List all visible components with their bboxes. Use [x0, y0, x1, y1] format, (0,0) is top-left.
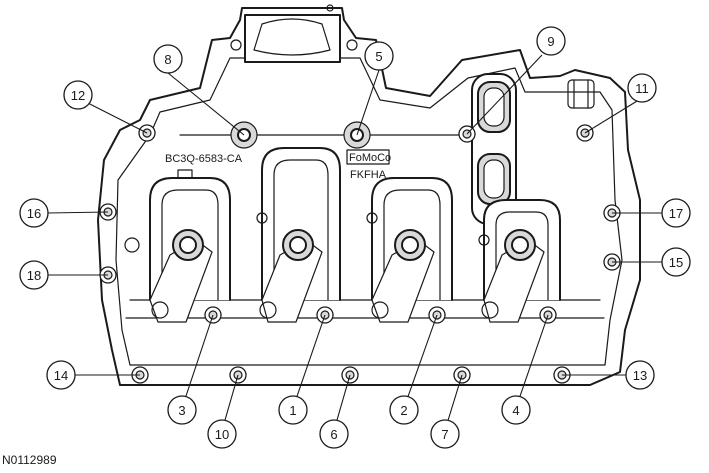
svg-text:13: 13 [633, 368, 647, 383]
brand-text: FoMoCo [349, 152, 391, 164]
callout-18: 18 [19, 260, 49, 290]
callout-7: 7 [430, 419, 460, 449]
svg-text:12: 12 [71, 88, 85, 103]
code-text: FKFHA [350, 169, 387, 181]
svg-text:3: 3 [178, 403, 185, 418]
svg-text:11: 11 [635, 81, 649, 96]
svg-text:6: 6 [330, 427, 337, 442]
callouts: 8 5 9 12 11 16 17 18 15 14 13 3 1 2 4 10… [19, 26, 691, 449]
figure-reference-id: N0112989 [2, 453, 57, 467]
svg-text:1: 1 [289, 403, 296, 418]
callout-17: 17 [661, 198, 691, 228]
callout-8: 8 [153, 44, 183, 74]
svg-text:4: 4 [512, 403, 519, 418]
gasket-ports [471, 73, 595, 225]
callout-3: 3 [167, 395, 197, 425]
callout-1: 1 [278, 395, 308, 425]
callout-9: 9 [536, 26, 566, 56]
svg-text:5: 5 [375, 49, 382, 64]
callout-10: 10 [207, 419, 237, 449]
svg-text:14: 14 [54, 368, 68, 383]
callout-4: 4 [501, 395, 531, 425]
bolt [99, 266, 117, 284]
svg-text:8: 8 [164, 52, 171, 67]
svg-text:16: 16 [27, 206, 41, 221]
callout-14: 14 [46, 360, 76, 390]
callout-6: 6 [319, 419, 349, 449]
svg-text:15: 15 [669, 255, 683, 270]
callout-13: 13 [625, 360, 655, 390]
casting-marks: BC3Q-6583-CA FoMoCo FKFHA [165, 149, 391, 181]
svg-text:2: 2 [400, 403, 407, 418]
callout-15: 15 [661, 247, 691, 277]
callout-11: 11 [627, 73, 657, 103]
callout-5: 5 [364, 41, 394, 71]
svg-text:18: 18 [27, 268, 41, 283]
svg-text:10: 10 [215, 427, 229, 442]
svg-text:17: 17 [669, 206, 683, 221]
callout-2: 2 [389, 395, 419, 425]
callout-16: 16 [19, 198, 49, 228]
svg-text:7: 7 [441, 427, 448, 442]
injector-bosses [124, 212, 545, 323]
callout-12: 12 [63, 80, 93, 110]
part-number-text: BC3Q-6583-CA [165, 153, 243, 165]
svg-text:9: 9 [547, 34, 554, 49]
